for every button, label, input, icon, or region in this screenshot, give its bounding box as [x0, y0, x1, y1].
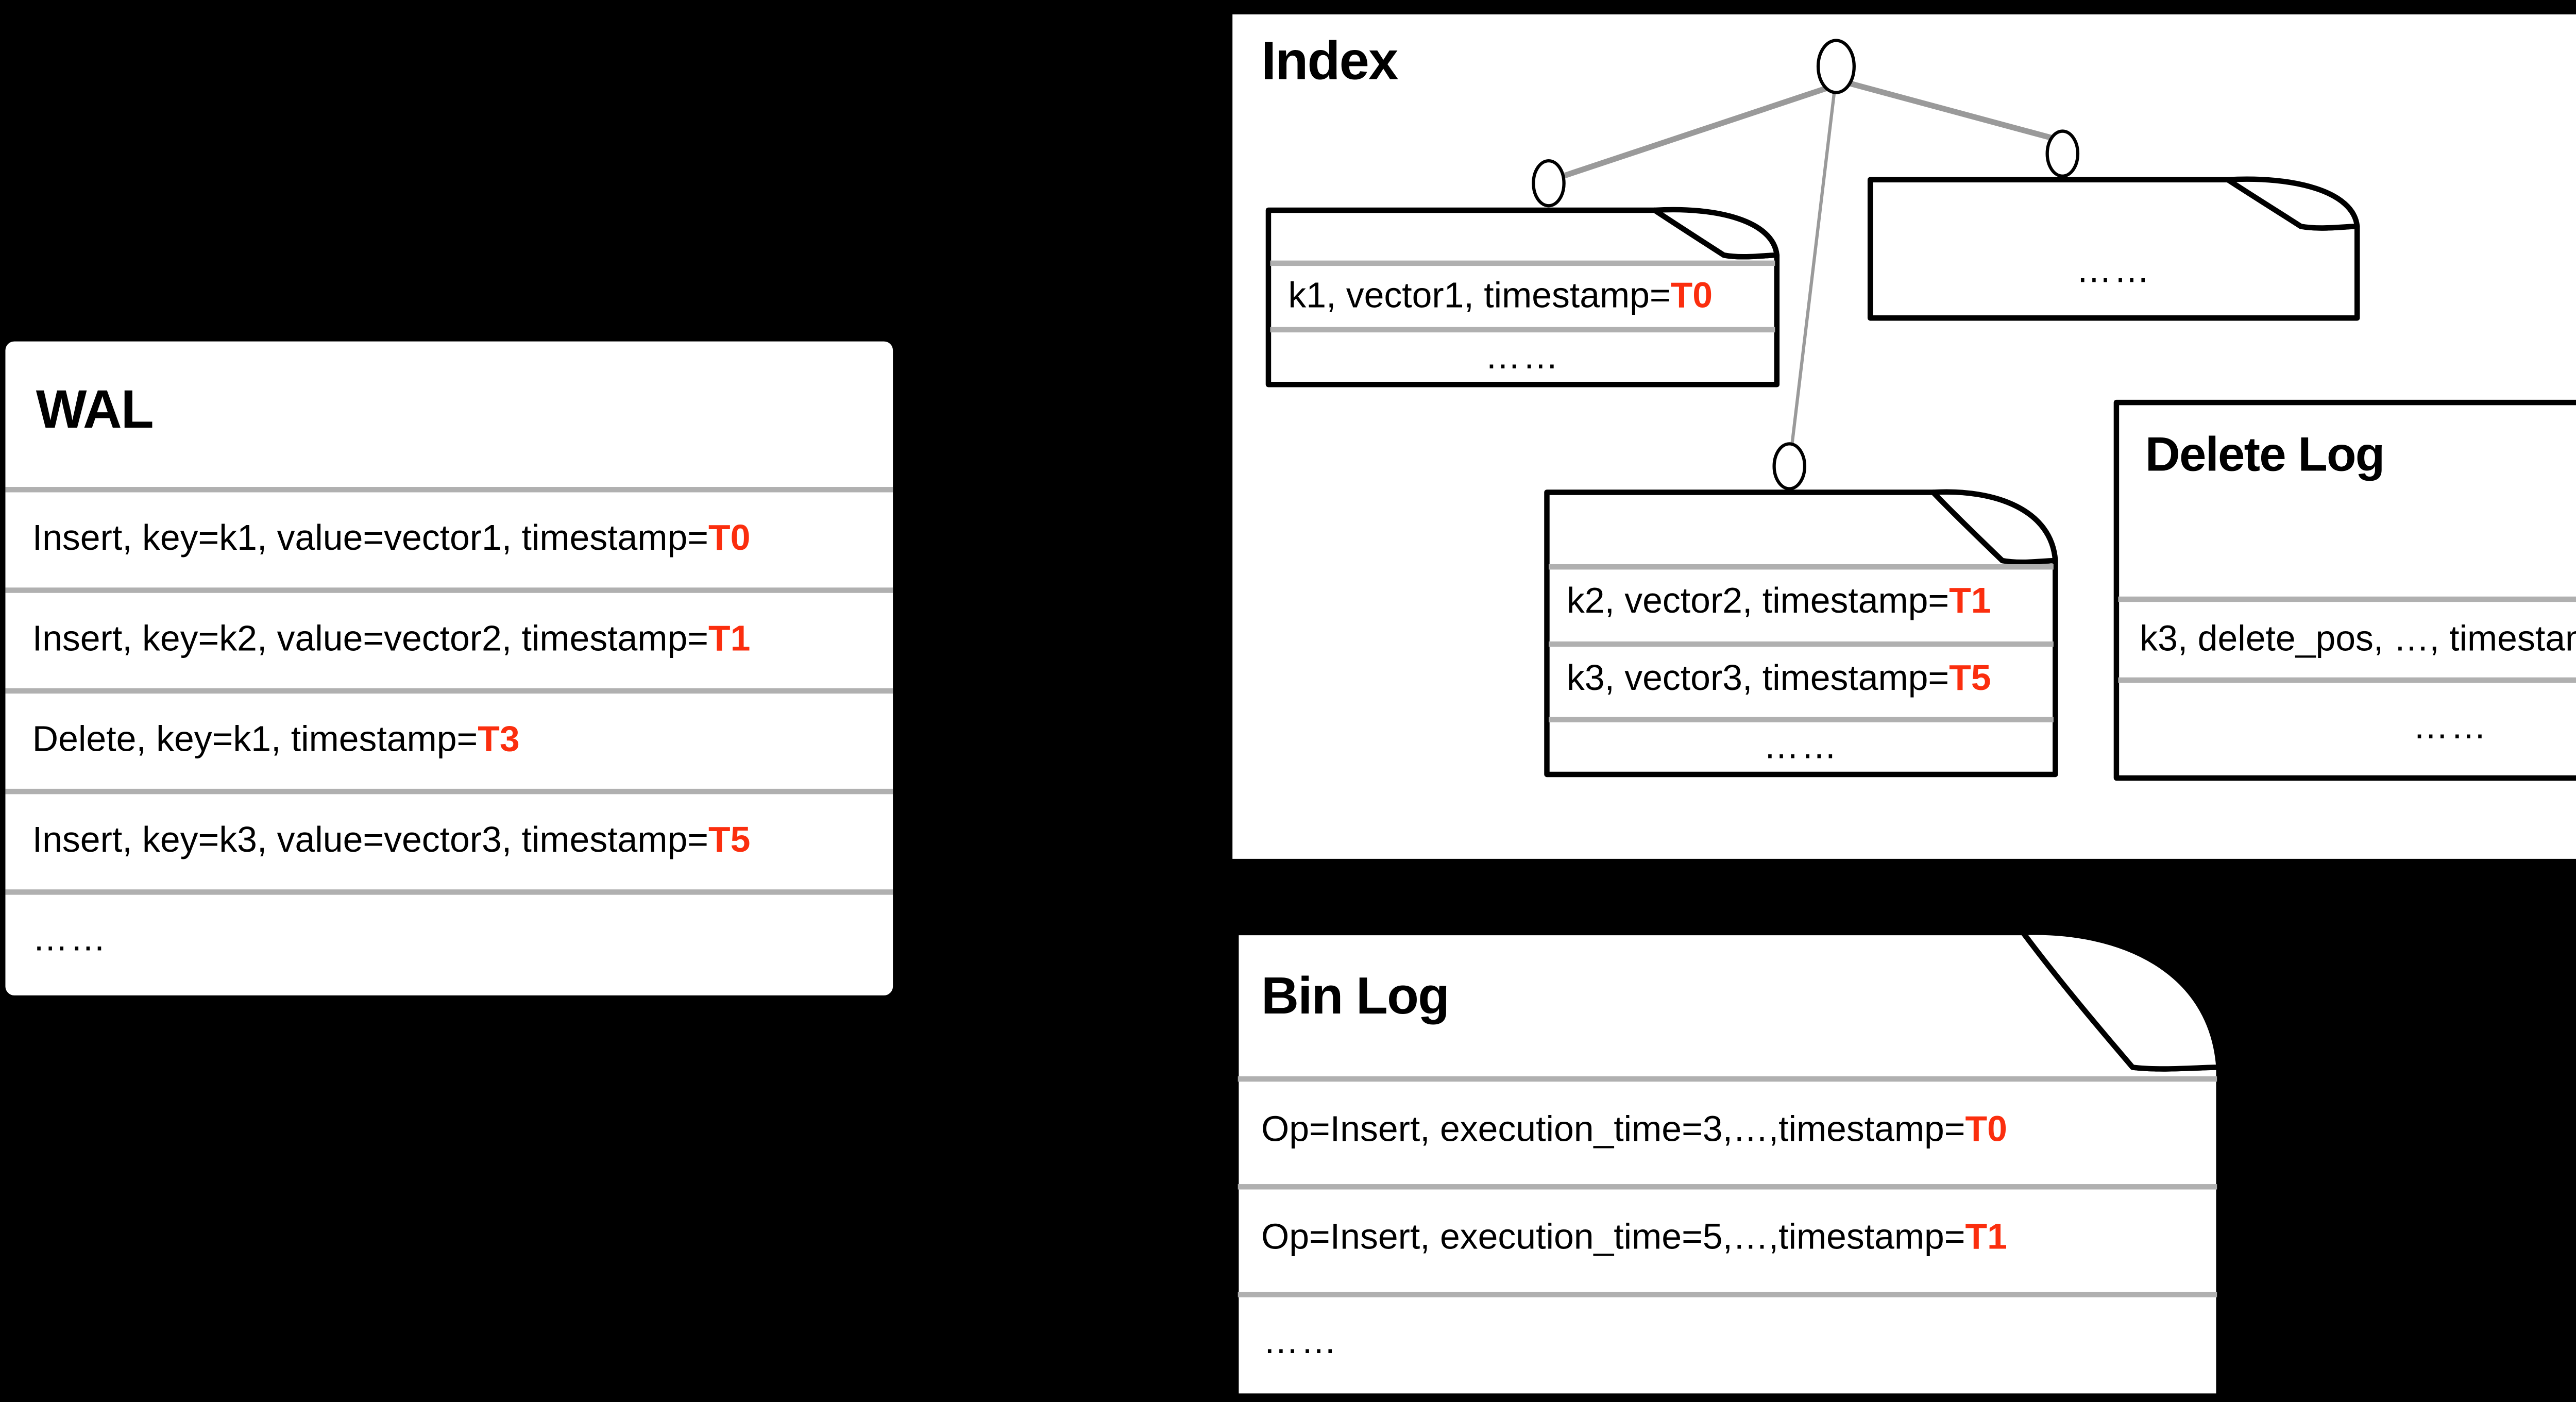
index-page-row-timestamp: T0: [1670, 276, 1713, 316]
tree-edge-root-left: [1556, 85, 1828, 181]
bin-log-row-timestamp: T1: [1965, 1217, 2007, 1257]
wal-row-timestamp: T5: [708, 821, 751, 861]
index-page-row: k3, vector3, timestamp=T5: [1549, 647, 2054, 712]
index-page-row: k1, vector1, timestamp=T0: [1270, 266, 1775, 327]
bin-log-row-text: Op=Insert, execution_time=5,…,timestamp=: [1261, 1217, 1965, 1257]
tree-node-mid: [1772, 442, 1807, 491]
index-segment-page-other: ……: [1867, 176, 2361, 322]
bin-log-row: Op=Insert, execution_time=3,…,timestamp=…: [1238, 1082, 2217, 1178]
wal-row-text: Delete, key=k1, timestamp=: [32, 720, 478, 761]
index-panel: Index k1, vector1, timestamp=T0: [1232, 14, 2576, 859]
wal-panel: WAL Insert, key=k1, value=vector1, times…: [5, 341, 893, 995]
page-separator: [1238, 1184, 2217, 1190]
wal-row: Insert, key=k2, value=vector2, timestamp…: [5, 593, 893, 688]
page-ellipsis: ……: [2413, 707, 2488, 747]
wal-row: Insert, key=k1, value=vector1, timestamp…: [5, 492, 893, 587]
page-separator: [1548, 717, 2054, 722]
tree-edge-root-mid: [1789, 91, 1836, 451]
tree-node-root: [1816, 39, 1856, 94]
wal-row-timestamp: T0: [708, 519, 751, 559]
wal-ellipsis-row: ……: [5, 895, 893, 985]
page-shape: [1544, 489, 2058, 778]
index-page-row-timestamp: T1: [1949, 582, 1991, 622]
wal-separator: [5, 688, 893, 694]
bin-log-row: Op=Insert, execution_time=5,…,timestamp=…: [1238, 1190, 2217, 1287]
wal-row: Insert, key=k3, value=vector3, timestamp…: [5, 794, 893, 889]
index-page-row-text: k3, vector3, timestamp=: [1566, 658, 1950, 698]
index-page-row-text: k1, vector1, timestamp=: [1288, 276, 1671, 316]
bin-log-row-text: Op=Insert, execution_time=3,…,timestamp=: [1261, 1109, 1965, 1150]
wal-row-text: Insert, key=k2, value=vector2, timestamp…: [32, 620, 708, 660]
index-page-ellipsis-row: ……: [1549, 722, 2054, 773]
index-page-ellipsis-row: ……: [1270, 332, 1775, 384]
bin-log-title: Bin Log: [1261, 968, 1450, 1026]
page-ellipsis: ……: [1763, 727, 1839, 767]
delete-log-title: Delete Log: [2145, 427, 2385, 482]
page-shape: [2113, 399, 2576, 781]
bin-log-ellipsis-row: ……: [1238, 1297, 2217, 1387]
wal-separator: [5, 889, 893, 895]
wal-row-text: Insert, key=k1, value=vector1, timestamp…: [32, 519, 708, 559]
index-tree-graph: [1532, 39, 2080, 491]
page-separator: [1548, 564, 2054, 570]
page-ellipsis: ……: [1263, 1321, 1338, 1361]
delete-log-row-text: k3, delete_pos, …, timestamp=: [2140, 619, 2576, 659]
bin-log-row-timestamp: T0: [1965, 1109, 2007, 1150]
wal-row-timestamp: T3: [478, 720, 520, 761]
index-page-ellipsis-row: ……: [1872, 226, 2355, 316]
page-shape: [1233, 930, 2222, 1399]
page-fold-corner: [2020, 930, 2222, 1072]
page-separator: [1270, 327, 1775, 333]
delete-log-row: k3, delete_pos, …, timestamp=T3: [2118, 602, 2576, 677]
index-page-row: k2, vector2, timestamp=T1: [1549, 569, 2054, 636]
wal-row-text: Insert, key=k3, value=vector3, timestamp…: [32, 821, 708, 861]
page-body: [2113, 399, 2576, 781]
page-shape: [1867, 176, 2360, 321]
wal-separator: [5, 587, 893, 593]
page-ellipsis: ……: [1485, 337, 1561, 378]
page-ellipsis: ……: [2076, 250, 2151, 291]
index-page-row-timestamp: T5: [1949, 658, 1991, 698]
page-fold-corner: [1930, 489, 2058, 565]
page-separator: [2118, 677, 2576, 683]
bin-log-page: Bin Log Op=Insert, execution_time=3,…,ti…: [1232, 929, 2222, 1400]
page-separator: [1238, 1076, 2217, 1082]
tree-node-right: [2045, 129, 2080, 178]
index-title: Index: [1261, 32, 1398, 92]
page-shape: [1265, 207, 1780, 387]
page-separator: [2118, 596, 2576, 602]
tree-node-left: [1532, 159, 1566, 208]
wal-separator: [5, 487, 893, 493]
wal-title: WAL: [36, 381, 154, 441]
wal-ellipsis: ……: [32, 919, 108, 959]
page-separator: [1270, 260, 1775, 266]
delete-log-page: Delete Log k3, delete_pos, …, timestamp=…: [2113, 399, 2576, 782]
wal-row-timestamp: T1: [708, 620, 751, 660]
page-separator: [1548, 641, 2054, 647]
delete-log-ellipsis-row: ……: [2118, 683, 2576, 772]
wal-row: Delete, key=k1, timestamp=T3: [5, 694, 893, 789]
wal-separator: [5, 788, 893, 795]
index-page-row-text: k2, vector2, timestamp=: [1566, 582, 1950, 622]
page-separator: [1238, 1292, 2217, 1297]
page-fold-corner: [2225, 176, 2360, 231]
page-fold-corner: [1652, 207, 1780, 260]
index-segment-page-k1: k1, vector1, timestamp=T0 ……: [1265, 207, 1781, 388]
index-segment-page-k2k3: k2, vector2, timestamp=T1 k3, vector3, t…: [1544, 489, 2059, 778]
tree-edge-root-right: [1846, 80, 2055, 141]
